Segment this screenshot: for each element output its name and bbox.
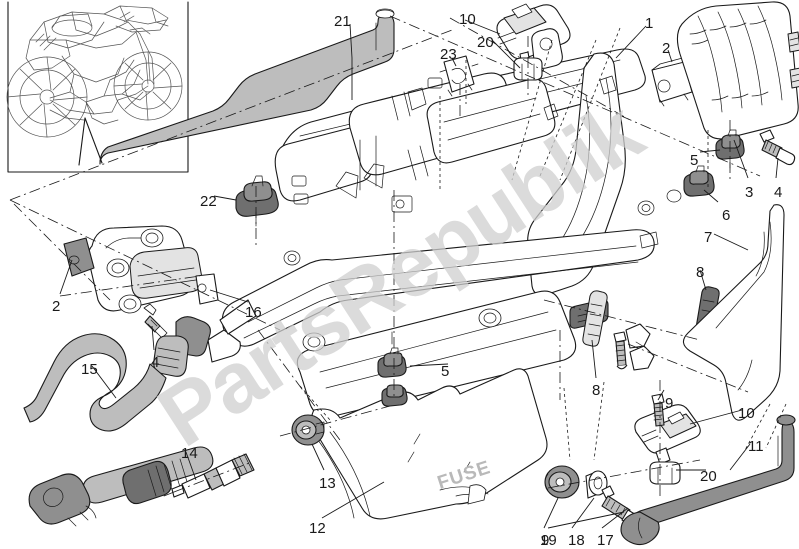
construction-lines [9, 15, 787, 500]
part-9-screw-upper [651, 393, 665, 427]
callout-19[interactable]: 19 [540, 532, 557, 549]
part-11-vacuum-hose [620, 414, 796, 546]
callout-8a[interactable]: 8 [696, 264, 705, 281]
callout-4b[interactable]: 4 [151, 354, 160, 371]
part-18-washer [585, 470, 608, 499]
part-10-map-sensor-upper [496, 3, 571, 81]
part-22-rubber-damper [235, 175, 279, 227]
part-5-grommet-nut-centre [377, 331, 407, 378]
callout-6[interactable]: 6 [722, 207, 731, 224]
part-20-spacer-lower [649, 461, 681, 485]
part-4-regulator-bolt [759, 129, 796, 166]
motorcycle-linework [6, 5, 183, 138]
callout-8b[interactable]: 8 [592, 382, 601, 399]
part-15-spark-plug-cable [23, 316, 214, 527]
callout-9a[interactable]: 9 [665, 395, 674, 412]
fairing-support-frame [207, 48, 720, 418]
callout-7[interactable]: 7 [704, 229, 713, 246]
callout-13[interactable]: 13 [319, 475, 336, 492]
callout-22[interactable]: 22 [200, 193, 217, 210]
part-21-breather-hose [99, 8, 395, 165]
callout-23[interactable]: 23 [440, 46, 457, 63]
part-16-ignition-coil [63, 225, 219, 339]
callout-1[interactable]: 1 [645, 15, 654, 32]
callout-10a[interactable]: 10 [459, 11, 476, 28]
callout-17[interactable]: 17 [597, 532, 614, 549]
callout-5a[interactable]: 5 [690, 152, 699, 169]
callout-20a[interactable]: 20 [477, 34, 494, 51]
part-14-spark-plug [163, 453, 255, 499]
callout-2b[interactable]: 2 [52, 298, 61, 315]
frame-fastener-details [283, 189, 682, 266]
callout-4a[interactable]: 4 [774, 184, 783, 201]
callout-10b[interactable]: 10 [738, 405, 755, 422]
callout-2a[interactable]: 2 [662, 40, 671, 57]
callout-15[interactable]: 15 [81, 361, 98, 378]
voltage-regulator [676, 1, 799, 140]
part-19-rubber-bush [544, 465, 580, 499]
callout-18[interactable]: 18 [568, 532, 585, 549]
callout-21[interactable]: 21 [334, 13, 351, 30]
part-13-rubber-bush [291, 414, 325, 446]
part-6-rubber-mount [683, 165, 715, 197]
part-9-screw-centre [613, 331, 628, 370]
part-4-coil-bolt [143, 303, 168, 339]
part-10-map-sensor-lower [634, 393, 701, 485]
motorcycle-overview-inset [6, 1, 189, 173]
callout-5b[interactable]: 5 [441, 363, 450, 380]
part-5-grommet-nut-lower [381, 384, 408, 407]
callout-12[interactable]: 12 [309, 520, 326, 537]
part-23-cable-clip [439, 55, 479, 97]
callout-9b[interactable]: 9 [541, 532, 550, 549]
callout-20b[interactable]: 20 [700, 468, 717, 485]
callout-leader-lines [59, 19, 779, 529]
callout-11[interactable]: 11 [748, 438, 764, 455]
callout-3[interactable]: 3 [745, 184, 754, 201]
callout-14[interactable]: 14 [181, 445, 198, 462]
callout-16[interactable]: 16 [245, 304, 262, 321]
part-20-spacer-upper [513, 57, 543, 81]
